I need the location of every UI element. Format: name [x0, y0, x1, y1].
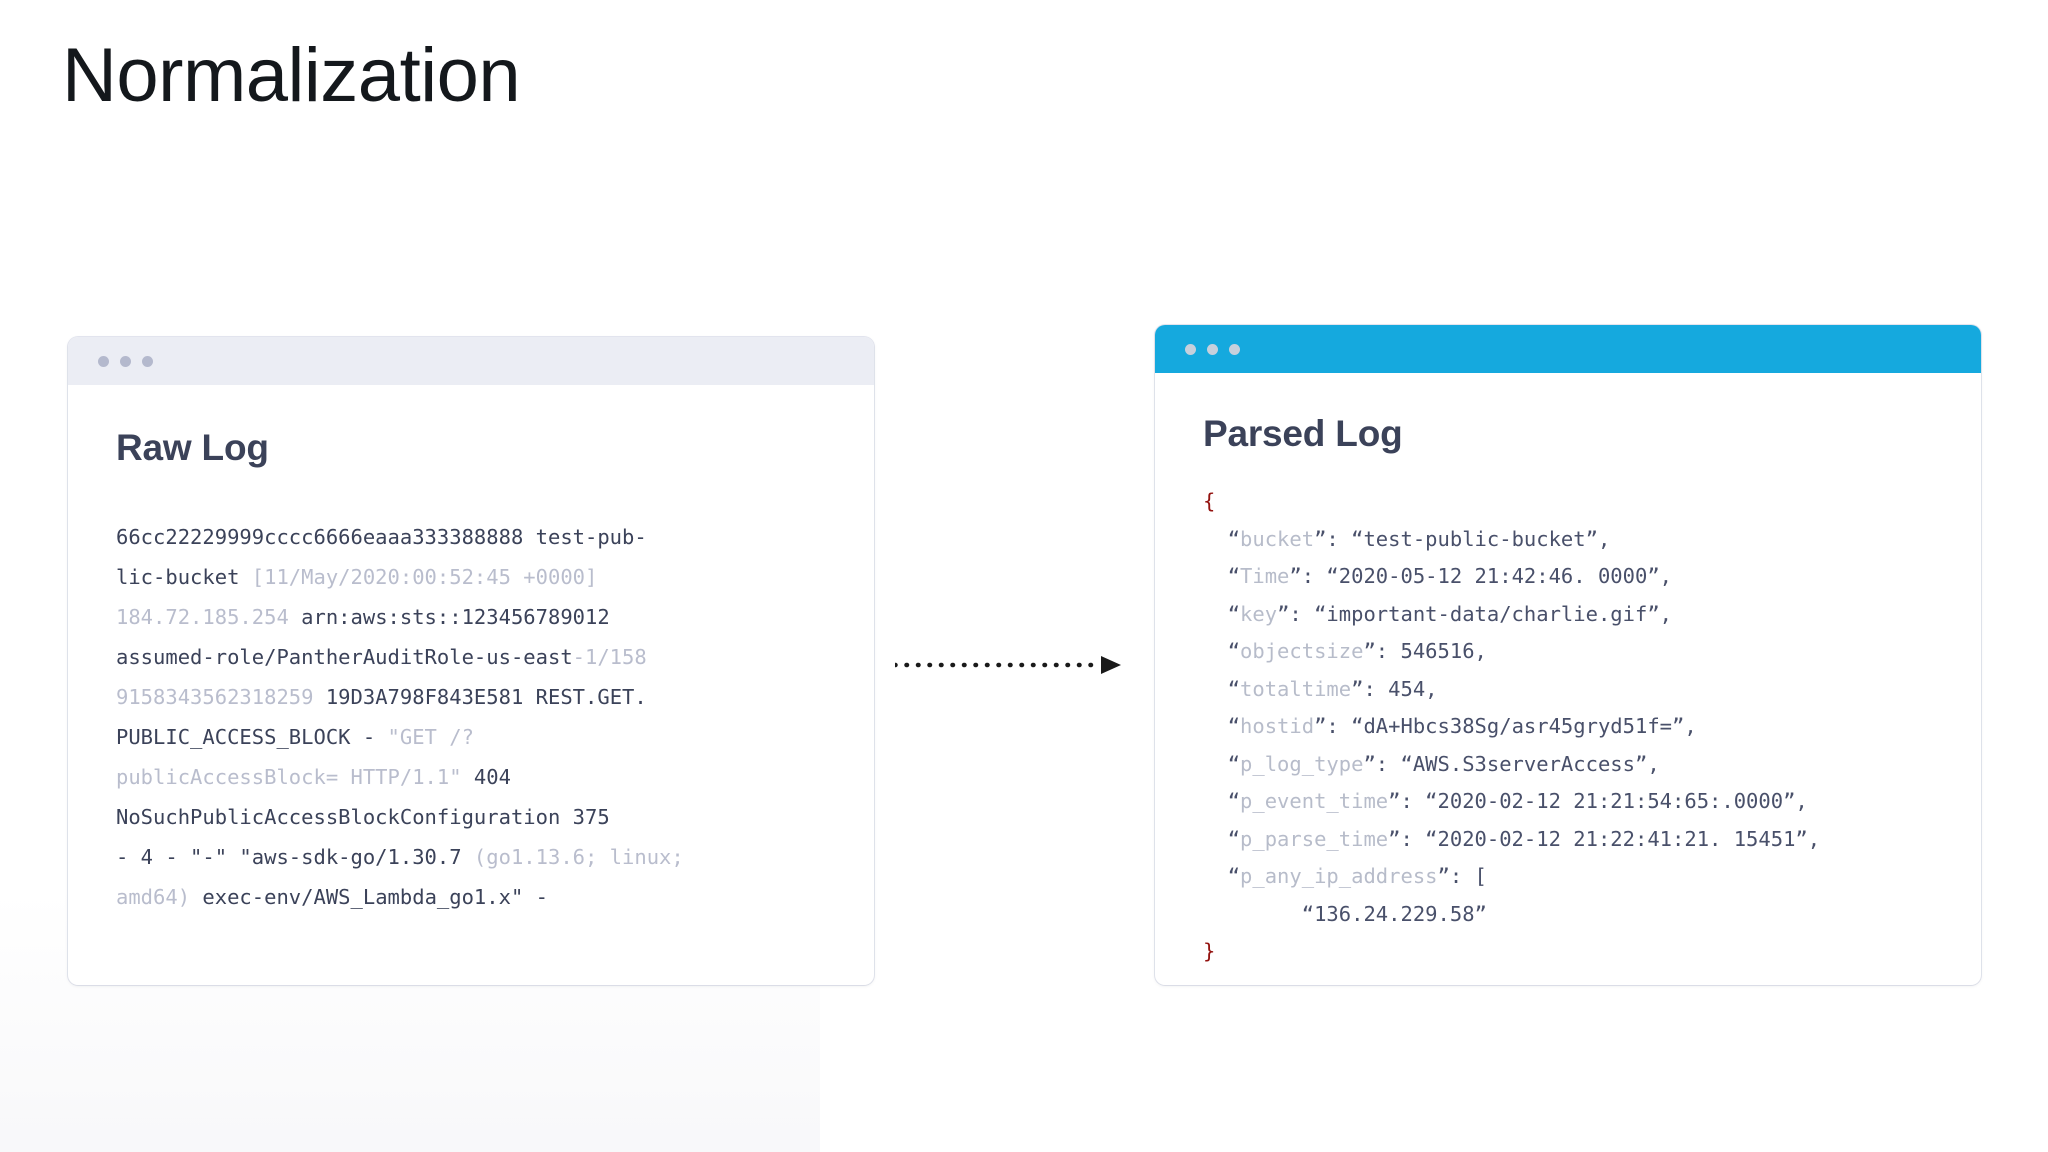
raw-log-line: 9158343562318259 19D3A798F843E581 REST.G… [116, 677, 816, 717]
json-punctuation: “ [1203, 676, 1241, 701]
json-key: bucket [1240, 526, 1315, 551]
json-line: “totaltime”: 454, [1203, 671, 1963, 709]
raw-log-line: lic-bucket [11/May/2020:00:52:45 +0000] [116, 557, 816, 597]
raw-log-line: publicAccessBlock= HTTP/1.1" 404 [116, 757, 816, 797]
window-dots-group [1185, 343, 1240, 355]
json-key: objectsize [1240, 639, 1364, 663]
window-dot-icon [120, 355, 131, 367]
json-line: “hostid”: “dA+Hbcs38Sg/asr45gryd51f=”, [1203, 708, 1963, 746]
json-punctuation: “ [1203, 714, 1241, 738]
json-punctuation: “ [1203, 639, 1241, 663]
window-dots-group [98, 355, 153, 367]
json-punctuation: “ [1203, 601, 1241, 626]
raw-log-segment: lic-bucket [116, 565, 252, 589]
json-value: ”: “2020-02-12 21:21:54:65:.0000”, [1388, 789, 1808, 813]
raw-log-segment: arn:aws:sts::123456789012 [301, 605, 610, 629]
window-dot-icon [142, 355, 153, 367]
json-line: “p_any_ip_address”: [ [1203, 858, 1963, 896]
raw-log-segment: PUBLIC_ACCESS_BLOCK - [116, 725, 388, 749]
json-brace: } [1203, 939, 1216, 963]
json-line: { [1203, 483, 1963, 521]
json-punctuation: “ [1203, 526, 1241, 551]
raw-log-line: PUBLIC_ACCESS_BLOCK - "GET /? [116, 717, 816, 757]
window-dot-icon [1229, 343, 1240, 355]
json-punctuation: “ [1203, 751, 1241, 776]
raw-log-segment: - 4 - "-" "aws-sdk-go/1.30.7 [116, 845, 474, 869]
raw-log-segment: NoSuchPublicAccessBlockConfiguration 375 [116, 805, 610, 829]
json-value: ”: 546516, [1363, 639, 1487, 663]
json-value: ”: “2020-05-12 21:42:46. 0000”, [1289, 564, 1673, 588]
json-value: ”: “2020-02-12 21:22:41:21. 15451”, [1388, 826, 1821, 851]
raw-log-titlebar [68, 337, 874, 385]
raw-log-segment: assumed-role/PantherAuditRole-us-east [116, 645, 573, 669]
json-line: “p_event_time”: “2020-02-12 21:21:54:65:… [1203, 783, 1963, 821]
json-punctuation: “ [1203, 864, 1241, 888]
json-line: “objectsize”: 546516, [1203, 633, 1963, 671]
raw-log-card: Raw Log 66cc22229999cccc6666eaaa33338888… [68, 337, 874, 985]
json-line: “key”: “important-data/charlie.gif”, [1203, 596, 1963, 634]
raw-log-dim-segment: [11/May/2020:00:52:45 +0000] [251, 565, 598, 589]
parsed-log-card: Parsed Log { “bucket”: “test-public-buck… [1155, 325, 1981, 985]
raw-log-dim-segment: -1/158 [572, 645, 647, 669]
raw-log-segment: 404 [473, 765, 511, 789]
json-key: totaltime [1240, 676, 1352, 701]
json-brace: { [1203, 489, 1216, 513]
raw-log-line: amd64) exec-env/AWS_Lambda_go1.x" - [116, 877, 816, 917]
json-key: p_log_type [1240, 751, 1364, 776]
window-dot-icon [98, 355, 109, 367]
json-line: “bucket”: “test-public-bucket”, [1203, 521, 1963, 559]
raw-log-heading: Raw Log [116, 427, 269, 468]
json-key: hostid [1240, 714, 1315, 738]
json-line: “Time”: “2020-05-12 21:42:46. 0000”, [1203, 558, 1963, 596]
window-dot-icon [1185, 343, 1196, 355]
raw-log-line: - 4 - "-" "aws-sdk-go/1.30.7 (go1.13.6; … [116, 837, 816, 877]
json-line: “p_log_type”: “AWS.S3serverAccess”, [1203, 746, 1963, 784]
raw-log-line: 66cc22229999cccc6666eaaa333388888 test-p… [116, 517, 816, 557]
json-key: p_parse_time [1240, 826, 1389, 851]
raw-log-segment: 66cc22229999cccc6666eaaa333388888 test-p… [116, 525, 647, 549]
json-key: Time [1240, 564, 1290, 588]
json-punctuation: “ [1203, 789, 1241, 813]
raw-log-dim-segment: amd64) [116, 885, 203, 909]
raw-log-segment: exec-env/AWS_Lambda_go1.x" - [202, 885, 548, 909]
json-line: } [1203, 933, 1963, 971]
parsed-log-json: { “bucket”: “test-public-bucket”, “Time”… [1203, 483, 1963, 971]
dotted-flow-arrow-icon [895, 656, 1121, 674]
raw-log-line: assumed-role/PantherAuditRole-us-east-1/… [116, 637, 816, 677]
page-title: Normalization [62, 33, 521, 118]
json-line: “136.24.229.58” [1203, 896, 1963, 934]
json-value: ”: “AWS.S3serverAccess”, [1363, 751, 1660, 776]
json-value: “136.24.229.58” [1203, 901, 1487, 926]
json-value: ”: “test-public-bucket”, [1314, 526, 1611, 551]
json-key: p_any_ip_address [1240, 864, 1438, 888]
json-punctuation: “ [1203, 826, 1241, 851]
json-value: ”: “dA+Hbcs38Sg/asr45gryd51f=”, [1314, 714, 1697, 738]
parsed-log-heading: Parsed Log [1203, 413, 1403, 454]
json-key: p_event_time [1240, 789, 1389, 813]
raw-log-dim-segment: 184.72.185.254 [116, 605, 302, 629]
raw-log-code: 66cc22229999cccc6666eaaa333388888 test-p… [116, 517, 816, 917]
json-punctuation: “ [1203, 564, 1241, 588]
json-value: ”: [ [1437, 864, 1487, 888]
raw-log-line: NoSuchPublicAccessBlockConfiguration 375 [116, 797, 816, 837]
raw-log-dim-segment: (go1.13.6; linux; [473, 845, 684, 869]
window-dot-icon [1207, 343, 1218, 355]
json-key: key [1240, 601, 1278, 626]
json-line: “p_parse_time”: “2020-02-12 21:22:41:21.… [1203, 821, 1963, 859]
parsed-log-titlebar [1155, 325, 1981, 373]
json-value: ”: “important-data/charlie.gif”, [1277, 601, 1673, 626]
raw-log-line: 184.72.185.254 arn:aws:sts::123456789012 [116, 597, 816, 637]
raw-log-segment: 19D3A798F843E581 REST.GET. [325, 685, 647, 709]
json-value: ”: 454, [1351, 676, 1438, 701]
raw-log-dim-segment: publicAccessBlock= HTTP/1.1" [116, 765, 474, 789]
raw-log-dim-segment: "GET /? [387, 725, 474, 749]
raw-log-dim-segment: 9158343562318259 [116, 685, 326, 709]
